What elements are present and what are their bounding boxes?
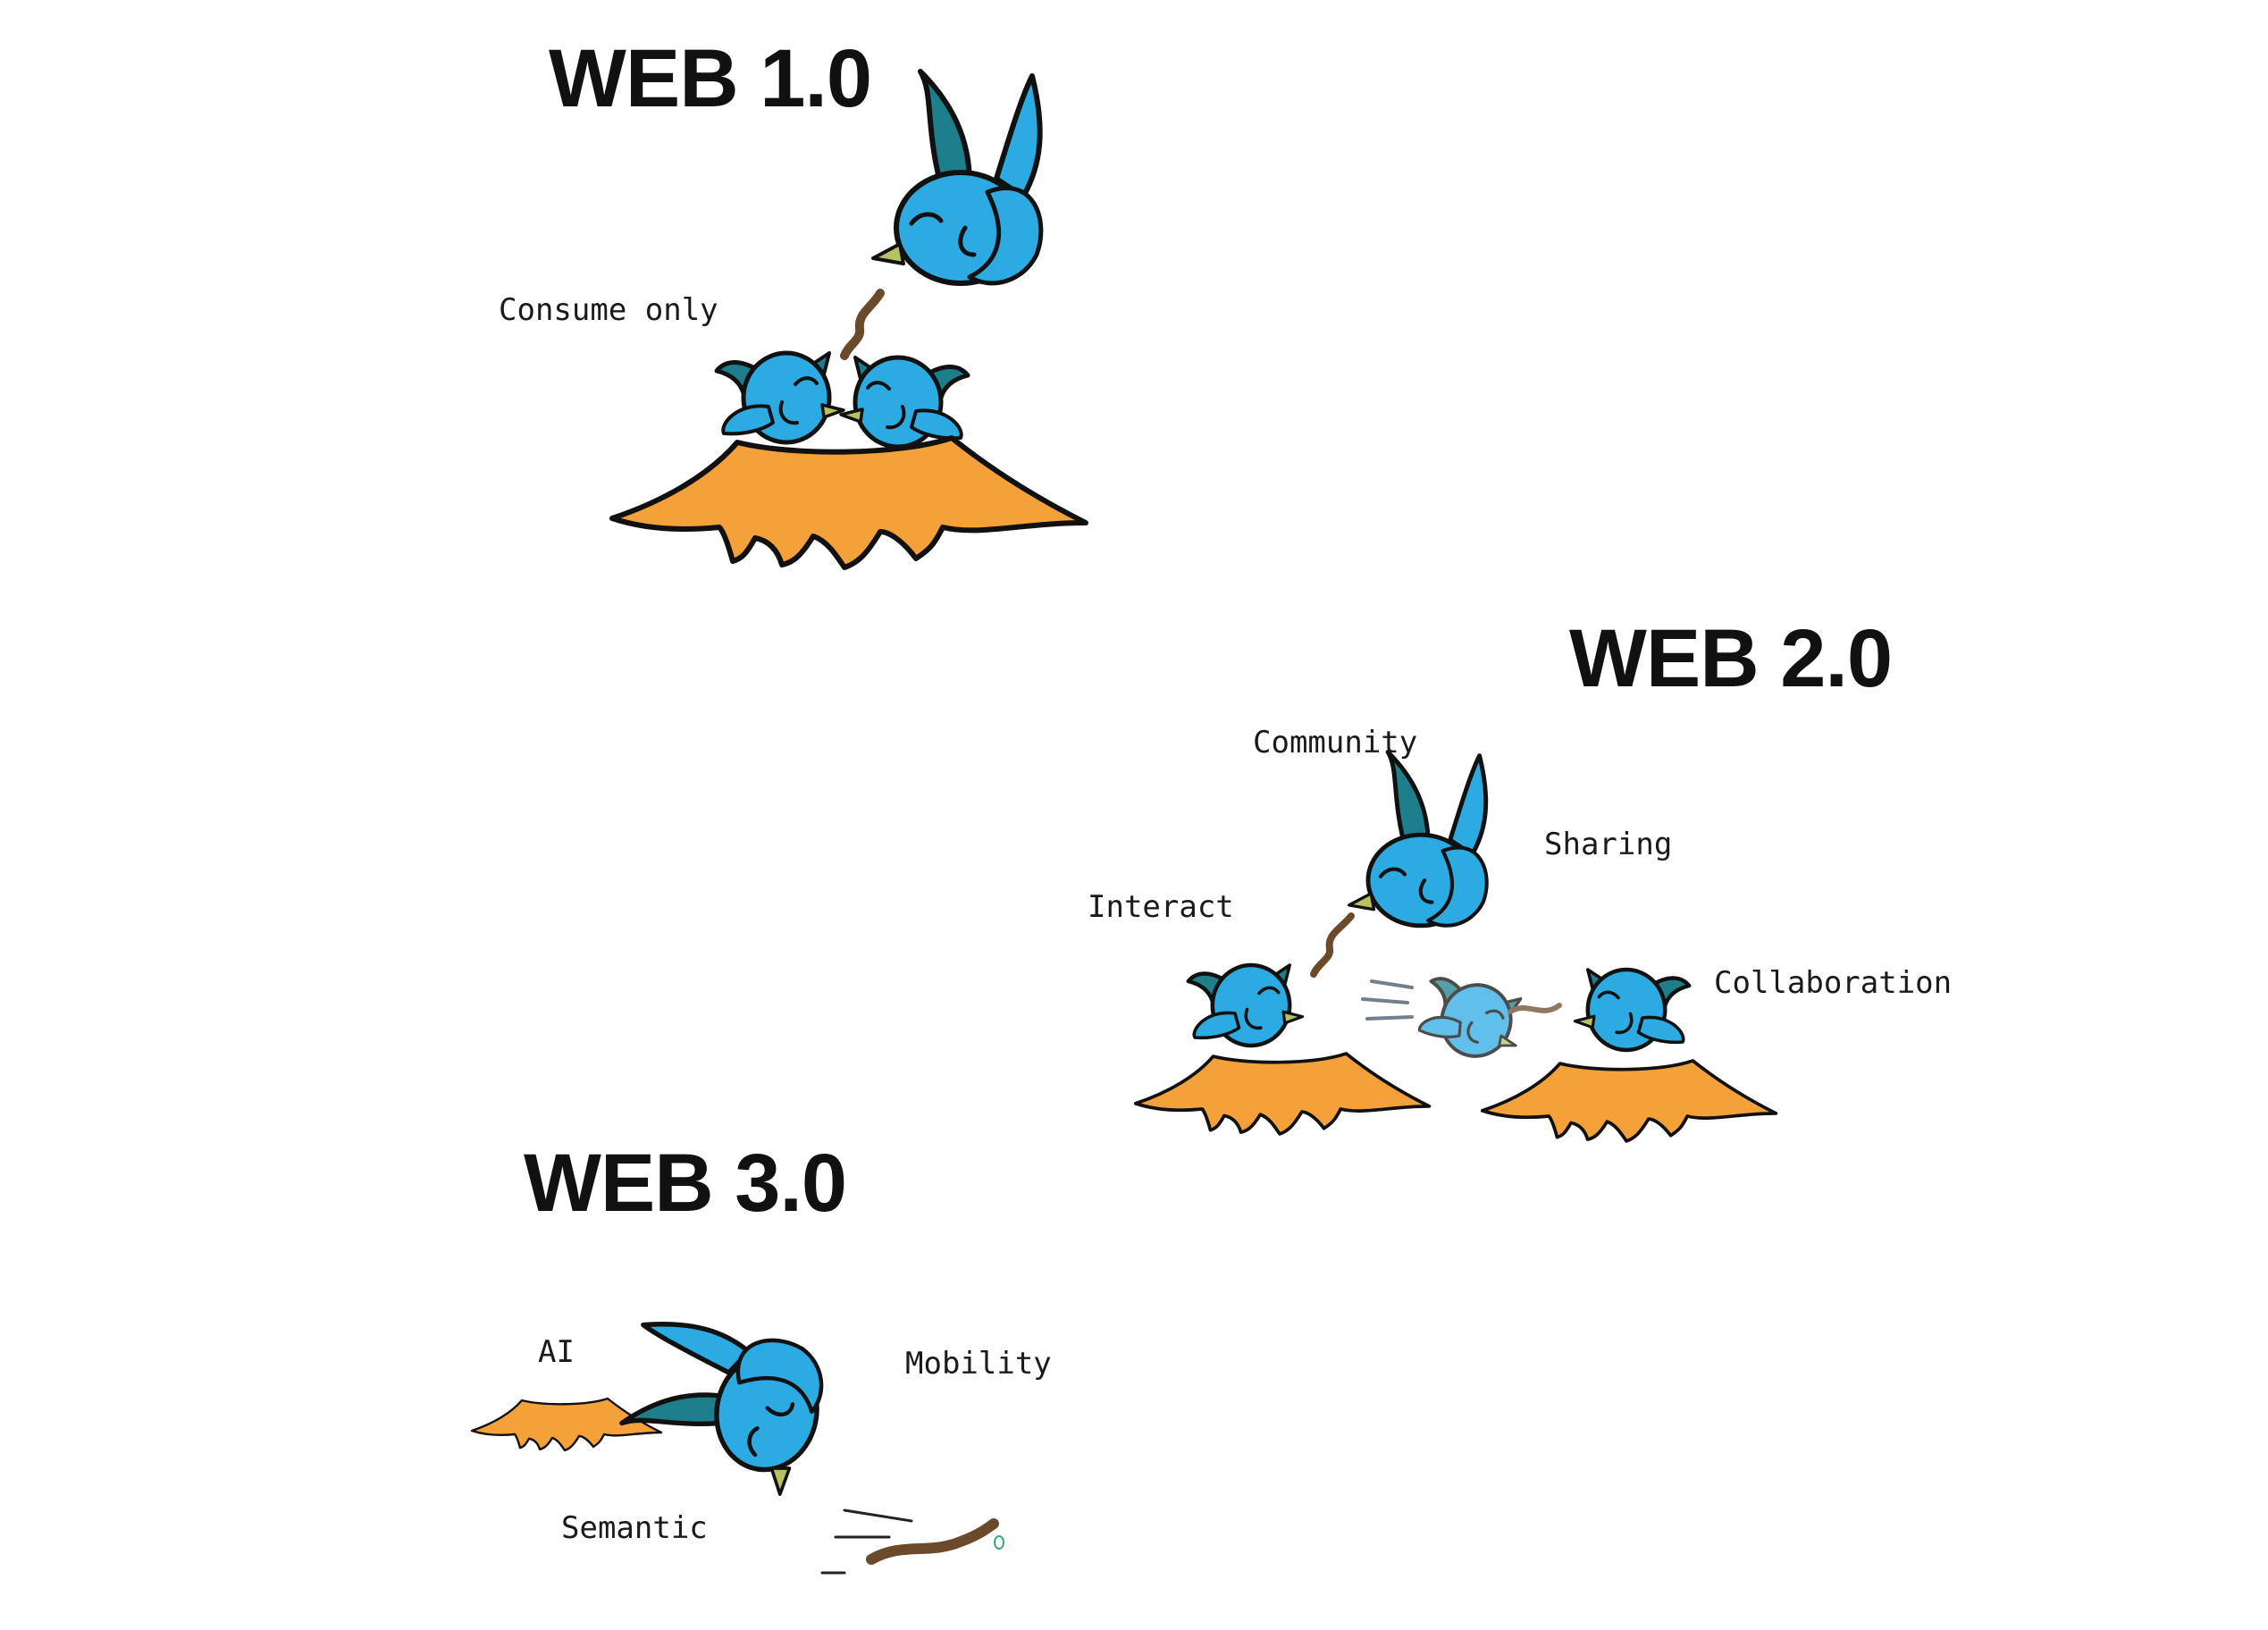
web1-chick-left-icon [717,353,844,442]
mobility-label: Mobility [905,1346,1052,1382]
web3-nest-icon [470,1397,663,1452]
semantic-label: Semantic [561,1510,708,1546]
web2-chick-left-icon [1189,965,1303,1046]
ai-label: AI [538,1334,575,1370]
web1-chick-right-icon [841,357,968,447]
web3-worm-icon [820,1508,1004,1575]
consume-only-label: Consume only [499,292,718,328]
web2-mother-bird-icon [1349,752,1487,926]
interact-label: Interact [1088,889,1234,925]
web2-chick-right-icon [1575,970,1689,1050]
sharing-label: Sharing [1544,827,1673,862]
collaboration-label: Collaboration [1714,965,1953,1001]
web1-nest-icon [612,438,1086,567]
web1-worm-icon [840,289,885,360]
flying-bird-icon [1361,968,1562,1070]
web1-title: WEB 1.0 [549,33,872,124]
web1-mother-bird-icon [873,71,1041,283]
web2-worm-icon [1310,912,1355,978]
web3-title: WEB 3.0 [524,1138,847,1229]
web2-nest-right-icon [1480,1059,1778,1143]
web2-title: WEB 2.0 [1569,613,1893,704]
web2-nest-left-icon [1133,1052,1432,1136]
web3-bird-icon [615,1316,828,1499]
community-label: Community [1253,725,1418,760]
